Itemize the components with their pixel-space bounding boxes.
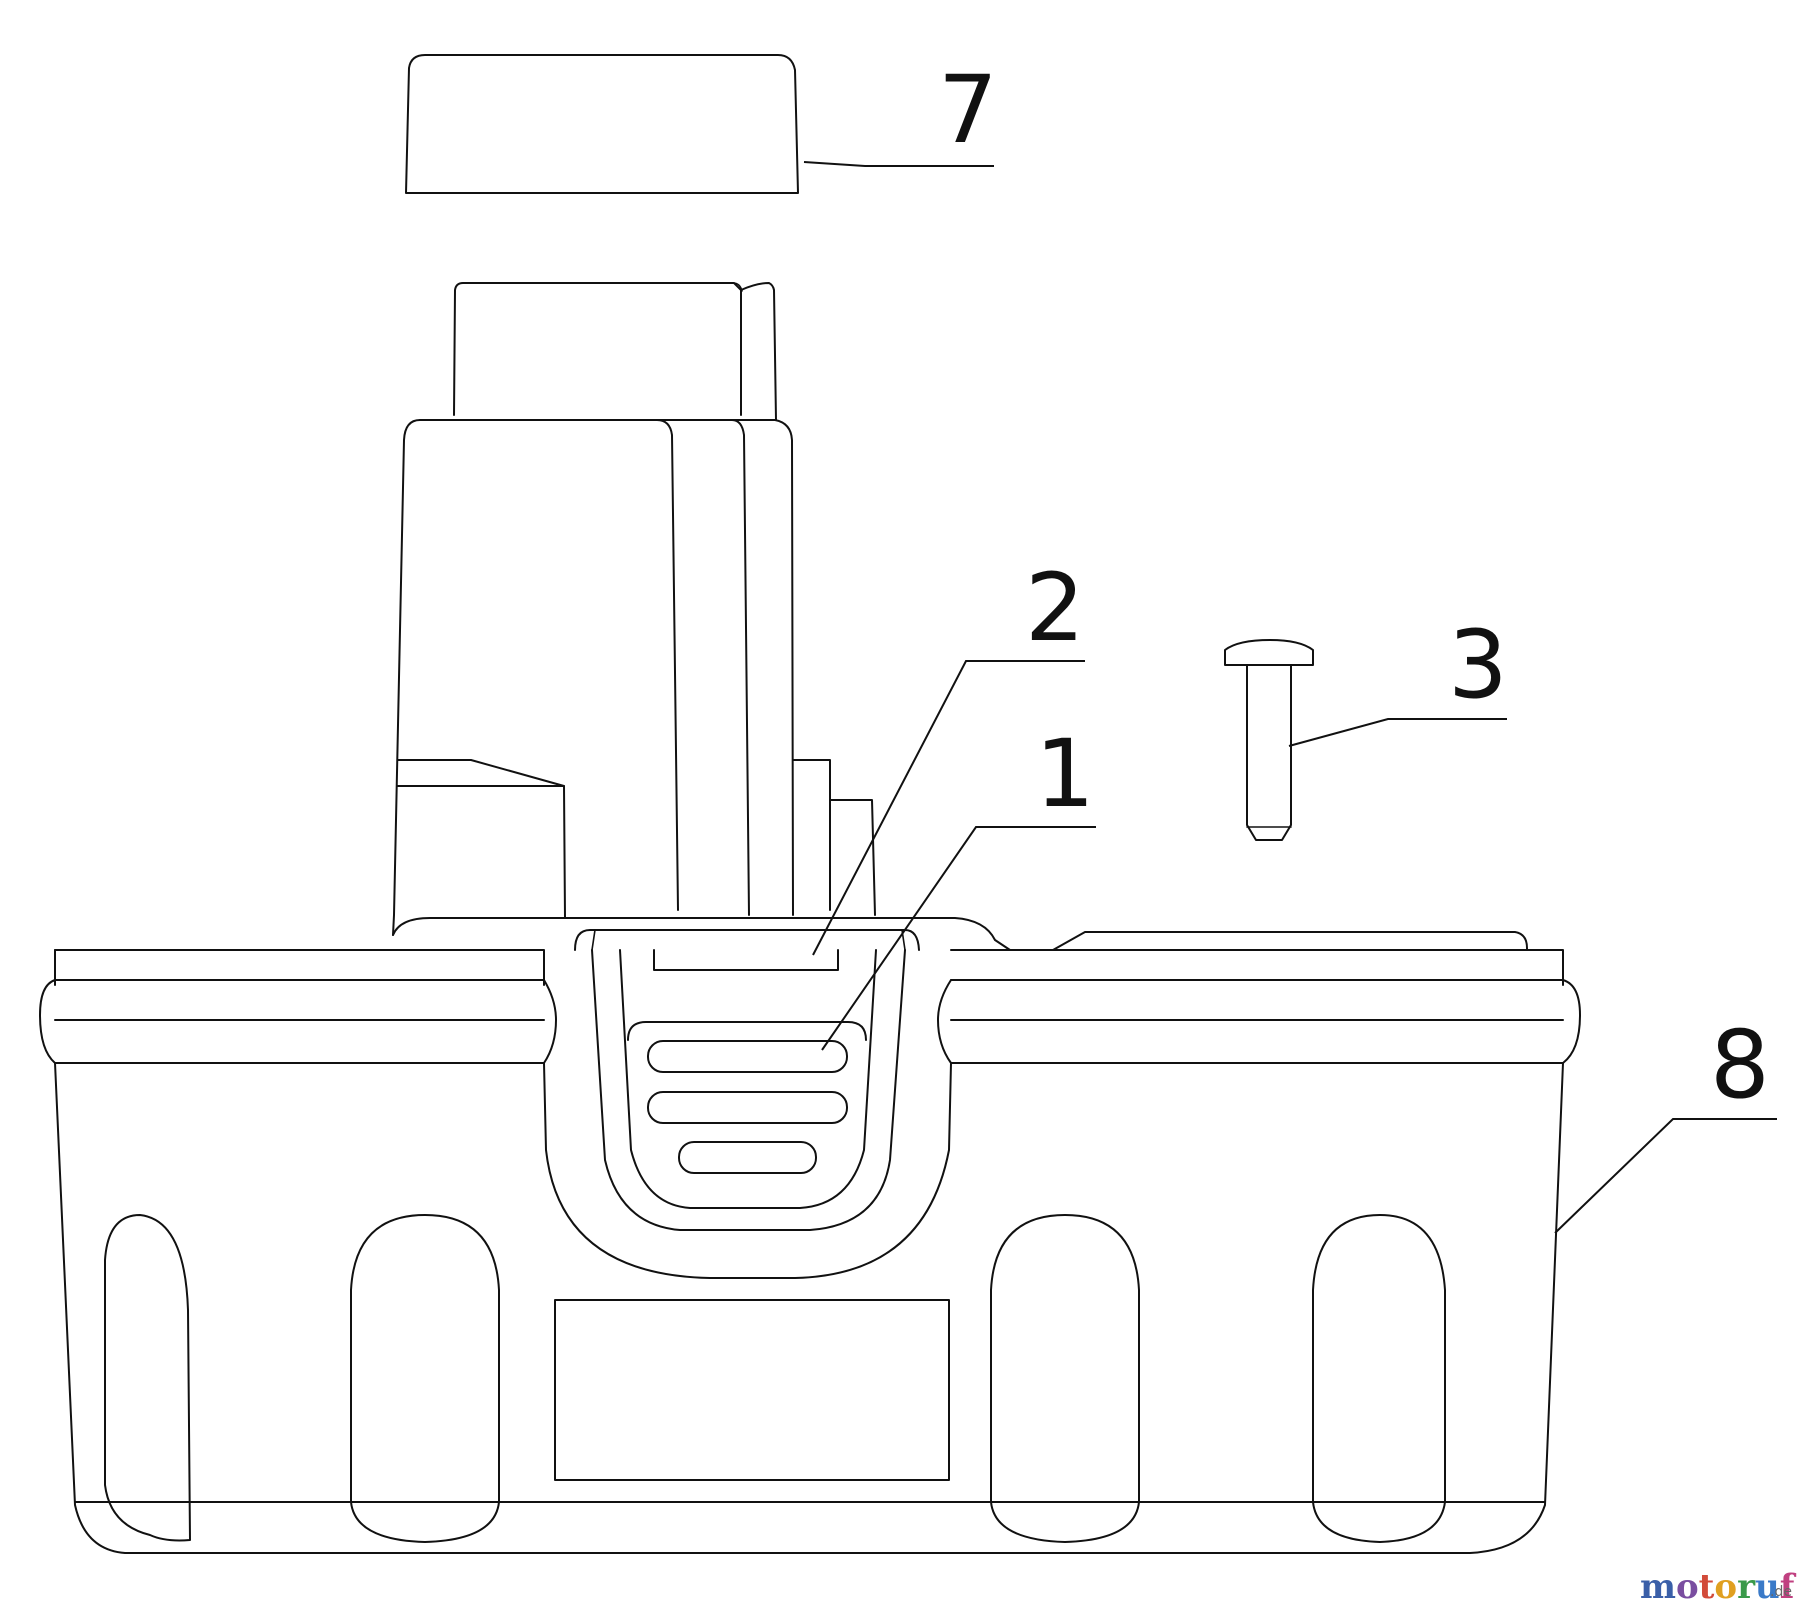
callout-3: 3 (1448, 611, 1508, 720)
callout-2: 2 (1025, 554, 1085, 663)
watermark-letter: o (1676, 1567, 1699, 1607)
leader-1 (821, 826, 1096, 1051)
watermark-letter: u (1755, 1567, 1780, 1607)
pin-part-3 (1224, 639, 1314, 841)
leader-lines (803, 161, 1777, 1234)
watermark-letter: o (1714, 1567, 1737, 1607)
battery-shoulder (392, 917, 1528, 971)
callout-labels: 7 2 3 1 8 (938, 56, 1770, 1120)
svg-text:motoruf: motoruf (1640, 1567, 1797, 1607)
watermark-suffix: .de (1770, 1584, 1792, 1600)
battery-body-part-8 (39, 949, 1581, 1554)
callout-8: 8 (1710, 1011, 1770, 1120)
watermark-letter: r (1737, 1567, 1756, 1607)
leader-3 (1288, 718, 1507, 747)
leader-7 (803, 161, 994, 167)
leader-8 (1554, 1118, 1777, 1234)
cap-part-7 (405, 54, 799, 194)
leader-2 (812, 660, 1085, 956)
watermark-logo: motoruf .de (1640, 1567, 1797, 1607)
watermark-letter: f (1780, 1567, 1797, 1607)
battery-tower (392, 282, 876, 936)
watermark-letter: t (1699, 1567, 1715, 1607)
callout-1: 1 (1035, 720, 1095, 829)
watermark-letter: m (1640, 1567, 1676, 1607)
callout-7: 7 (938, 56, 998, 165)
